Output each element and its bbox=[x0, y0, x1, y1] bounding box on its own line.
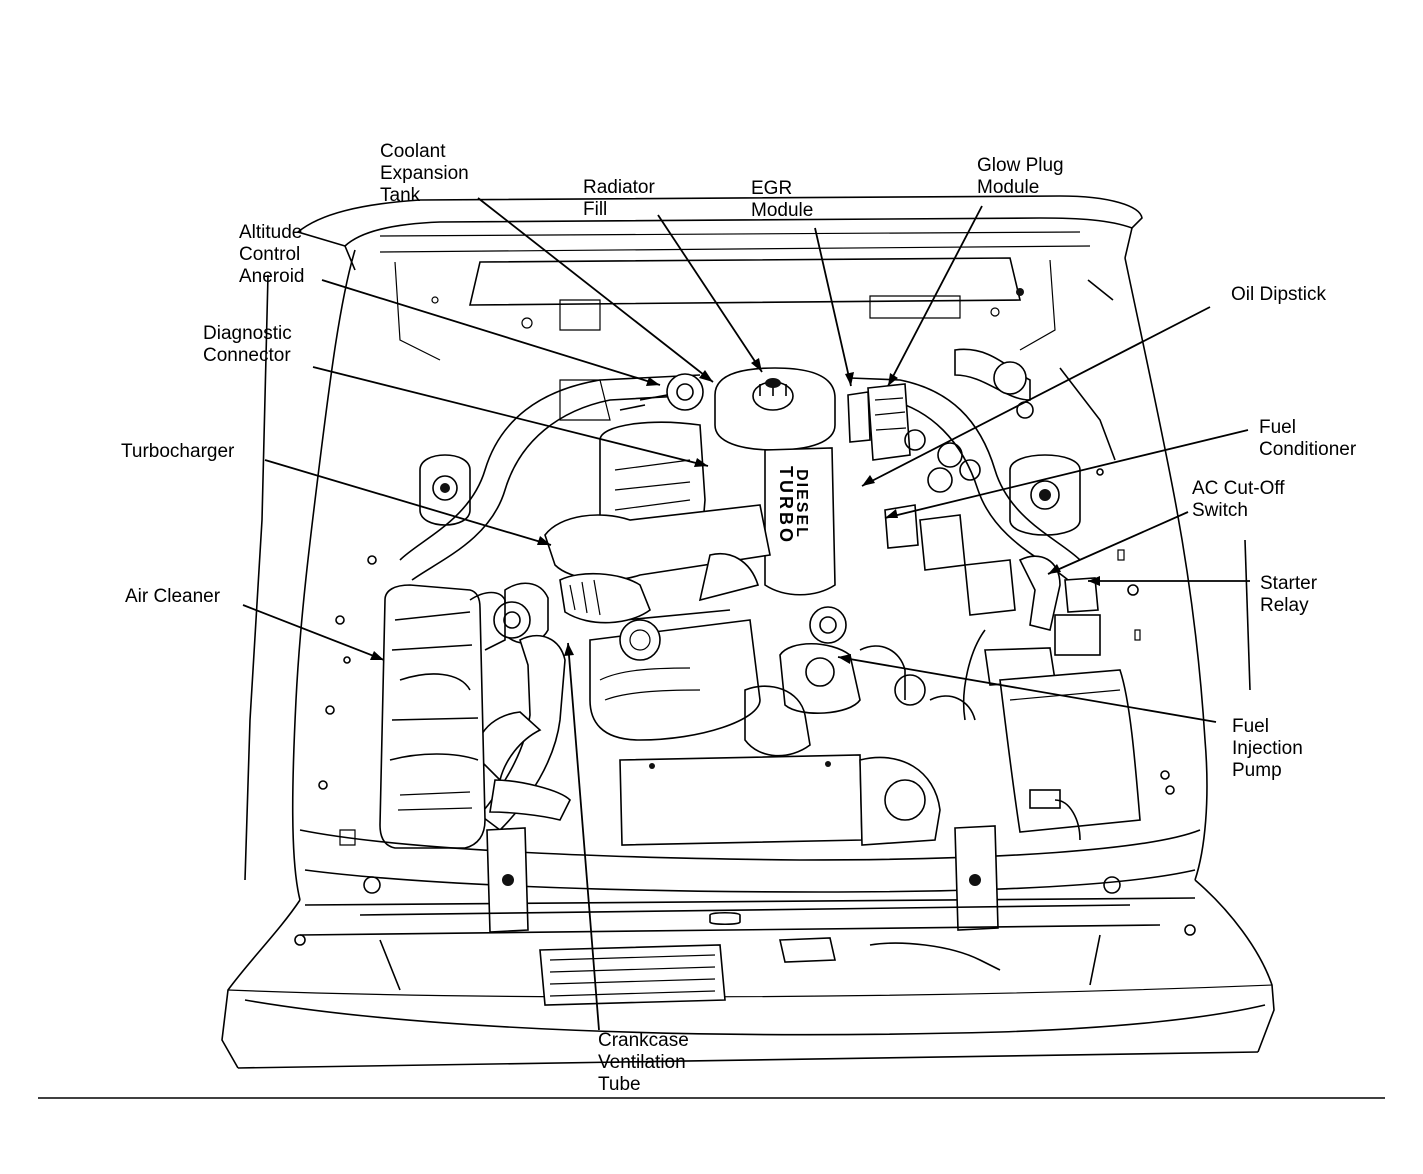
label-line: Glow Plug bbox=[977, 155, 1064, 176]
radiator-support bbox=[299, 754, 1201, 926]
label-line: Fuel bbox=[1232, 716, 1269, 737]
engine-cover-text: TURBO DIESEL bbox=[768, 455, 828, 565]
label-fuel-injection-pump: Fuel Injection Pump bbox=[1232, 716, 1303, 782]
label-starter-relay: Starter Relay bbox=[1260, 573, 1317, 617]
right-wall-details bbox=[1096, 468, 1175, 795]
label-coolant-expansion-tank: Coolant Expansion Tank bbox=[380, 141, 469, 207]
label-glow-plug-module: Glow Plug Module bbox=[977, 155, 1064, 199]
front-lower bbox=[294, 904, 1196, 1006]
label-line: Relay bbox=[1260, 595, 1309, 616]
battery bbox=[999, 669, 1141, 841]
label-line: Diagnostic bbox=[203, 323, 292, 344]
label-line: Radiator bbox=[583, 177, 655, 198]
label-line: Module bbox=[751, 200, 814, 221]
label-line: Coolant bbox=[380, 141, 446, 162]
label-line: AC Cut-Off bbox=[1192, 478, 1285, 499]
label-line: Fuel bbox=[1259, 417, 1296, 438]
label-ac-cutoff-switch: AC Cut-Off Switch bbox=[1192, 478, 1285, 522]
left-wall-details bbox=[318, 555, 377, 846]
right-components bbox=[884, 459, 1101, 721]
brackets bbox=[486, 825, 999, 933]
label-line: Expansion bbox=[380, 163, 469, 184]
engine-cover-text-diesel: DIESEL bbox=[792, 469, 810, 539]
label-line: Ventilation bbox=[598, 1052, 686, 1073]
label-egr-module: EGR Module bbox=[751, 178, 813, 222]
label-diagnostic-connector: Diagnostic Connector bbox=[203, 323, 292, 367]
label-line: Switch bbox=[1192, 500, 1248, 521]
label-fuel-conditioner: Fuel Conditioner bbox=[1259, 417, 1356, 461]
label-line: Injection bbox=[1232, 738, 1303, 759]
label-line: Pump bbox=[1232, 760, 1282, 781]
egr-glow-modules bbox=[847, 383, 963, 468]
hood bbox=[296, 195, 1143, 271]
label-line: Conditioner bbox=[1259, 439, 1357, 460]
label-radiator-fill: Radiator Fill bbox=[583, 177, 655, 221]
turbocharger bbox=[493, 504, 771, 644]
label-line: Turbocharger bbox=[121, 441, 235, 462]
leader-lines bbox=[242, 197, 1250, 1031]
label-line: Fill bbox=[583, 199, 608, 220]
right-strut-tower bbox=[1009, 454, 1081, 536]
label-line: Tank bbox=[380, 185, 421, 206]
label-line: Crankcase bbox=[598, 1030, 689, 1051]
label-oil-dipstick: Oil Dipstick bbox=[1231, 284, 1326, 306]
left-strut-tower bbox=[419, 454, 471, 526]
label-altitude-control-aneroid: Altitude Control Aneroid bbox=[239, 222, 305, 288]
air-cleaner bbox=[379, 584, 506, 849]
label-line: Starter bbox=[1260, 573, 1318, 594]
label-line: Connector bbox=[203, 345, 291, 366]
crankcase-ventilation-tube bbox=[476, 635, 571, 832]
label-line: Tube bbox=[598, 1074, 641, 1095]
label-line: EGR bbox=[751, 178, 793, 199]
label-turbocharger: Turbocharger bbox=[121, 441, 234, 463]
altitude-control-aneroid bbox=[559, 373, 704, 421]
label-air-cleaner: Air Cleaner bbox=[125, 586, 220, 608]
coolant-expansion-tank bbox=[714, 367, 836, 451]
label-line: Oil Dipstick bbox=[1231, 284, 1327, 305]
label-line: Altitude bbox=[239, 222, 303, 243]
label-crankcase-ventilation-tube: Crankcase Ventilation Tube bbox=[598, 1030, 689, 1096]
label-line: Control bbox=[239, 244, 301, 265]
label-line: Module bbox=[977, 177, 1040, 198]
cowl bbox=[431, 257, 1024, 331]
body-outline bbox=[221, 245, 1275, 1069]
fuel-injection-pump bbox=[744, 606, 976, 757]
label-line: Air Cleaner bbox=[125, 586, 221, 607]
label-line: Aneroid bbox=[239, 266, 305, 287]
